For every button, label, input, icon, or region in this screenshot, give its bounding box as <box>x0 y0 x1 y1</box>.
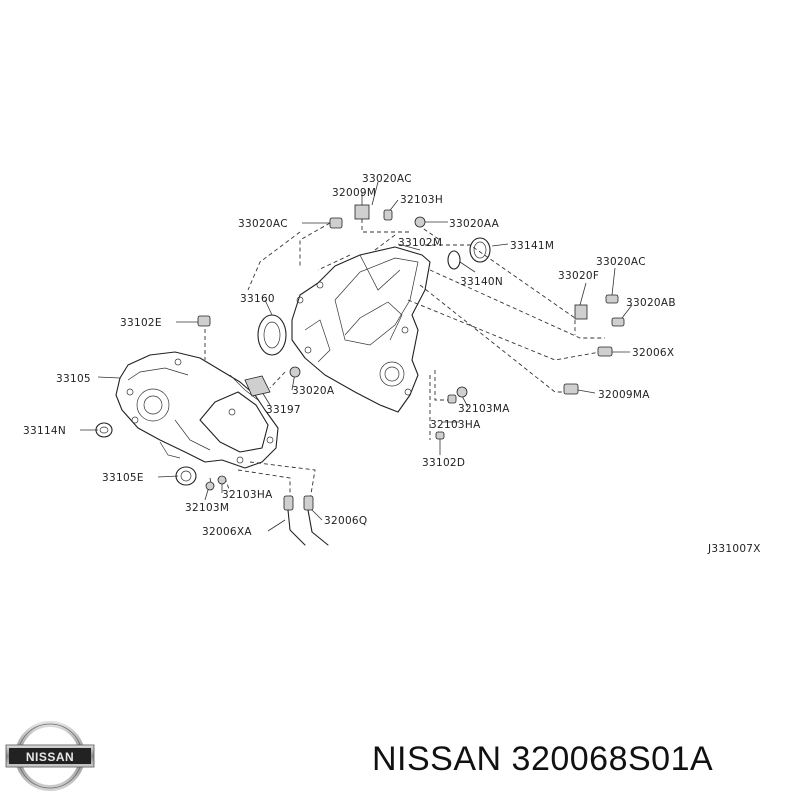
label-32103HA-right: 32103HA <box>430 419 481 431</box>
label-33020F: 33020F <box>558 270 599 282</box>
label-33020AB: 33020AB <box>626 297 676 309</box>
parts-diagram: 33020AC 32009M 32103H 33020AC 33020AA 33… <box>23 173 761 555</box>
label-32006XA: 32006XA <box>202 526 252 538</box>
label-33102M: 33102M <box>398 237 442 249</box>
label-32103MA: 32103MA <box>458 403 510 415</box>
part-number-caption: NISSAN 320068S01A <box>372 740 714 778</box>
label-32006X: 32006X <box>632 347 674 359</box>
label-33141M: 33141M <box>510 240 554 252</box>
nissan-logo: NISSAN <box>5 721 95 791</box>
small-parts <box>95 204 625 546</box>
label-32006Q: 32006Q <box>324 515 367 527</box>
label-33102E: 33102E <box>120 317 162 329</box>
label-33105E: 33105E <box>102 472 144 484</box>
label-33020AA: 33020AA <box>449 218 500 230</box>
label-33160: 33160 <box>240 293 275 305</box>
label-33020AC-right: 33020AC <box>596 256 646 268</box>
label-32103HA-bottom: 32103HA <box>222 489 273 501</box>
label-33020AC-top: 33020AC <box>362 173 412 185</box>
label-33114N: 33114N <box>23 425 66 437</box>
label-33102D: 33102D <box>422 457 465 469</box>
logo-wordmark: NISSAN <box>26 750 74 764</box>
label-33105: 33105 <box>56 373 91 385</box>
part-labels: 33020AC 32009M 32103H 33020AC 33020AA 33… <box>23 173 761 555</box>
label-32009M: 32009M <box>332 187 376 199</box>
label-33020A: 33020A <box>292 385 335 397</box>
label-32009MA: 32009MA <box>598 389 650 401</box>
label-32103M: 32103M <box>185 502 229 514</box>
label-32103H: 32103H <box>400 194 443 206</box>
leader-lines <box>204 205 605 501</box>
rear-case-housing <box>291 246 431 413</box>
label-33197: 33197 <box>266 404 301 416</box>
label-33020AC-left: 33020AC <box>238 218 288 230</box>
label-33140N: 33140N <box>460 276 503 288</box>
label-leaders <box>80 181 633 532</box>
diagram-code: J331007X <box>707 543 761 555</box>
front-case-housing <box>115 351 279 469</box>
